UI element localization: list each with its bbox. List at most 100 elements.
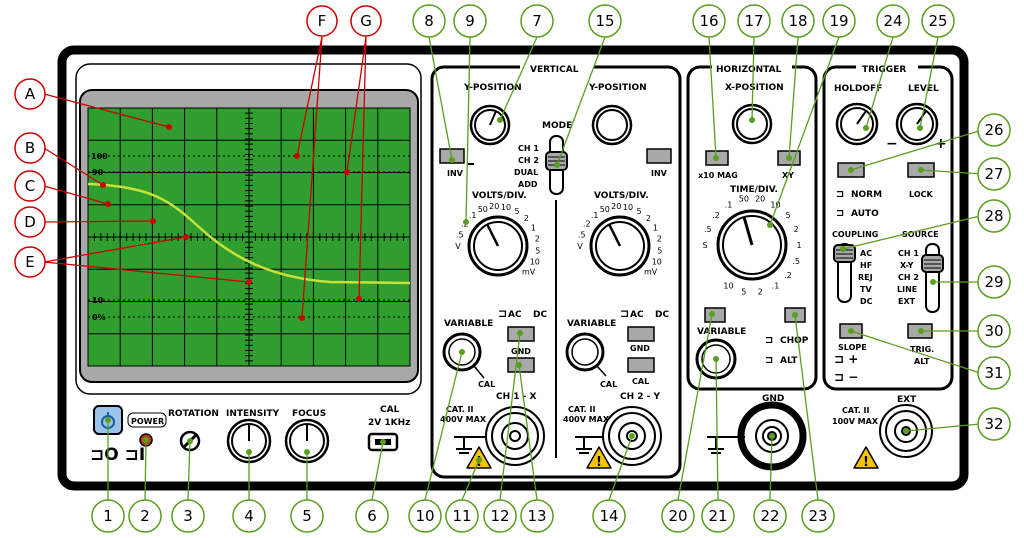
source-switch[interactable] — [921, 243, 944, 313]
variable-h-button[interactable] — [704, 307, 726, 323]
dc-2-label: DC — [655, 310, 669, 320]
callout-8: 8 — [412, 4, 446, 38]
svg-text:30: 30 — [984, 322, 1003, 340]
source-opt-ch2: CH 2 — [898, 273, 919, 282]
scale-tick-label: .1 — [725, 200, 733, 209]
coupling-switch[interactable] — [833, 243, 856, 303]
callout-11: 11 — [445, 499, 479, 533]
holdoff-knob[interactable] — [835, 102, 879, 146]
callout-14: 14 — [592, 499, 626, 533]
y-position-1-label: Y-POSITION — [463, 83, 522, 93]
scale-tick-label: .5 — [456, 230, 464, 239]
callout-28: 28 — [977, 199, 1011, 233]
svg-text:3: 3 — [183, 507, 193, 525]
ac-1-label: AC — [508, 310, 522, 320]
y-position-1-knob[interactable] — [469, 104, 511, 146]
svg-text:4: 4 — [244, 507, 254, 525]
scale-tick-label: 10 — [623, 203, 633, 212]
intensity-knob[interactable] — [226, 418, 272, 464]
scale-tick-label: .5 — [792, 257, 800, 266]
scale-tick-label: 2 — [794, 225, 799, 234]
horizontal-title-bg — [712, 61, 792, 75]
norm-label: NORM — [851, 190, 882, 200]
y-position-2-knob[interactable] — [591, 104, 633, 146]
svg-text:8: 8 — [424, 12, 434, 30]
callout-9: 9 — [453, 4, 487, 38]
dc-1-label: DC — [533, 310, 547, 320]
volts-div-2-knob[interactable] — [589, 215, 651, 277]
cat-1-label: CAT. II — [446, 405, 473, 414]
svg-text:18: 18 — [788, 12, 807, 30]
svg-text:17: 17 — [744, 12, 763, 30]
vertical-title-bg — [520, 61, 594, 75]
callout-d: D — [14, 206, 46, 238]
ext-cat-max: 100V MAX — [832, 417, 879, 426]
level-knob[interactable] — [895, 102, 939, 146]
svg-text:29: 29 — [984, 273, 1003, 291]
gnd-2-label: GND — [630, 344, 650, 353]
callout-16: 16 — [692, 4, 726, 38]
cat-1-max: 400V MAX — [440, 415, 487, 424]
scale-tick-label: V — [455, 242, 461, 251]
inv-1-label: INV — [447, 169, 464, 178]
svg-text:26: 26 — [984, 121, 1003, 139]
gnd-2-button[interactable] — [627, 326, 655, 342]
slope-plus-symbol: ⊐ + — [834, 352, 858, 366]
coupling-opt-hf: HF — [860, 261, 872, 270]
focus-knob[interactable] — [284, 418, 330, 464]
ch1-bnc-connector[interactable] — [485, 406, 545, 466]
scale-tick-label: 5 — [515, 207, 520, 216]
variable-2-knob[interactable] — [565, 332, 607, 377]
screen-mark-0: 0% — [92, 313, 106, 322]
gnd-1-label: GND — [511, 347, 531, 356]
variable-2-label: VARIABLE — [567, 319, 616, 329]
callout-20: 20 — [661, 499, 695, 533]
scale-tick-label: .2 — [784, 271, 792, 280]
ch1-x-label: CH 1 - X — [496, 392, 537, 402]
inv-2-button[interactable] — [646, 148, 672, 164]
svg-text:13: 13 — [527, 507, 546, 525]
cat-2-max: 400V MAX — [563, 415, 610, 424]
time-div-knob[interactable] — [716, 209, 788, 281]
cal-label: CAL — [380, 405, 400, 415]
svg-text:19: 19 — [829, 12, 848, 30]
callout-32: 32 — [977, 407, 1011, 441]
screen-grid — [87, 107, 411, 367]
svg-text:!: ! — [863, 455, 869, 470]
scale-tick-label: .5 — [578, 230, 586, 239]
svg-text:31: 31 — [984, 364, 1003, 382]
scale-tick-label: 20 — [611, 202, 621, 211]
callout-29: 29 — [977, 265, 1011, 299]
scale-tick-label: S — [702, 241, 707, 250]
horizontal-gnd-label: GND — [762, 394, 784, 404]
scale-tick-label: 2 — [657, 235, 662, 244]
mode-option-ch2: CH 2 — [518, 156, 539, 165]
ground-1-icon — [454, 436, 486, 454]
scale-tick-label: 1 — [796, 241, 801, 250]
coupling-opt-dc: DC — [860, 297, 873, 306]
volts-div-1-knob[interactable] — [467, 215, 529, 277]
ch2-y-label: CH 2 - Y — [620, 392, 661, 402]
scale-tick-label: .1 — [772, 282, 780, 291]
trigger-title: TRIGGER — [862, 65, 906, 75]
mode-label: MODE — [542, 121, 572, 131]
cal-2-button[interactable] — [627, 357, 655, 373]
callout-f: F — [306, 5, 338, 37]
scale-tick-label: V — [577, 242, 583, 251]
scale-tick-label: 2 — [646, 214, 651, 223]
level-plus: + — [935, 136, 947, 152]
x-position-knob[interactable] — [731, 103, 773, 145]
scale-tick-label: .1 — [591, 211, 599, 220]
variable-1-label: VARIABLE — [444, 319, 493, 329]
lock-label: LOCK — [909, 190, 933, 199]
source-opt-xy: X-Y — [900, 261, 914, 270]
svg-text:14: 14 — [599, 507, 618, 525]
screen-pointers — [43, 36, 367, 319]
scale-tick-label: 20 — [489, 202, 499, 211]
slope-label: SLOPE — [838, 343, 867, 352]
svg-text:C: C — [25, 177, 35, 195]
